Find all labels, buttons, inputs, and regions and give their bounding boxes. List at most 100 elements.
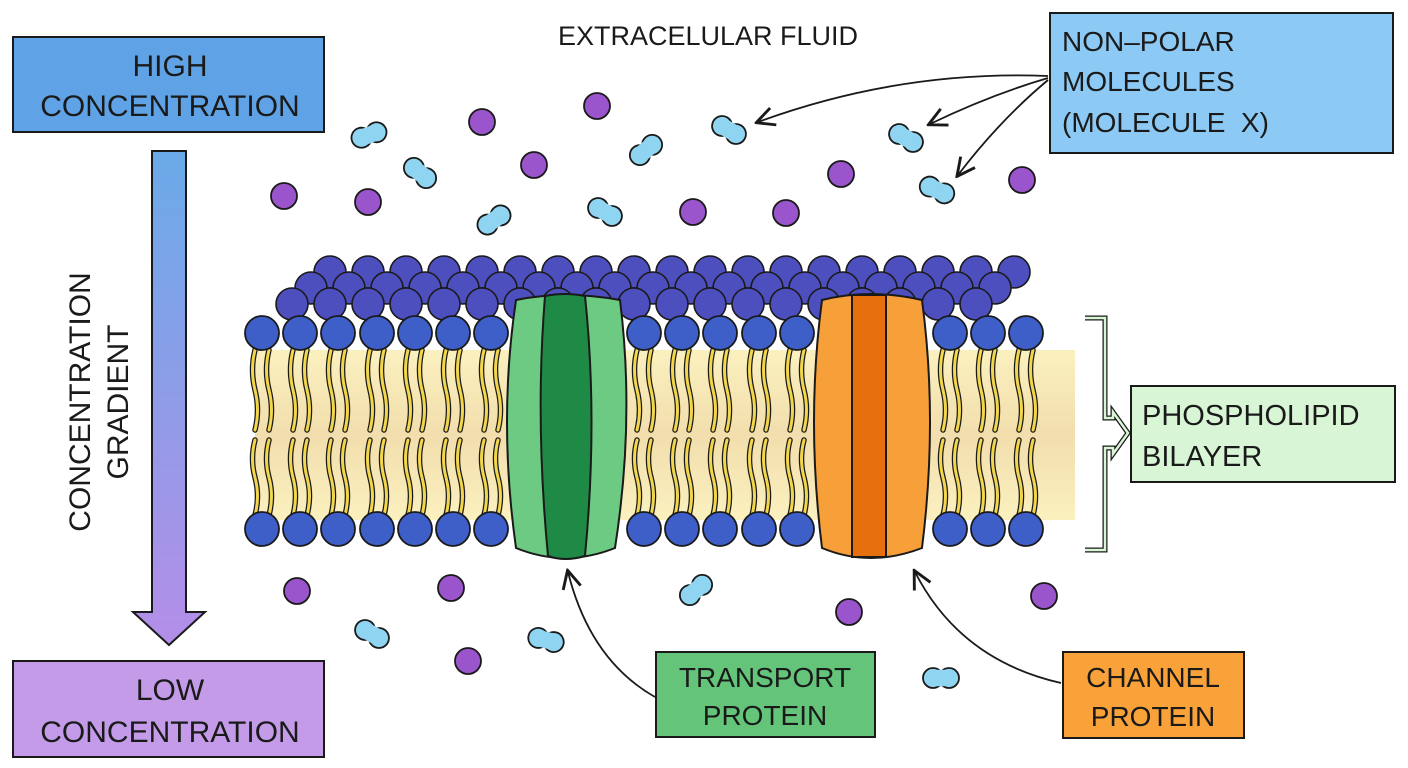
lipid-tail (480, 348, 488, 432)
lipid-tail (366, 348, 374, 432)
phosphate-head (397, 315, 433, 351)
phosphate-head (741, 315, 777, 351)
phosphate-head (282, 315, 318, 351)
channel-protein-box: CHANNEL PROTEIN (1062, 651, 1245, 739)
lipid-tail (289, 348, 297, 432)
phosphate-head (626, 511, 662, 547)
bilayer-line1: PHOSPHOLIPID (1142, 400, 1360, 432)
low-concentration-line1: LOW (136, 674, 205, 707)
lipid-tail (647, 438, 655, 517)
low-concentration-line2: CONCENTRATION (40, 716, 299, 749)
lipid-tail (341, 348, 349, 432)
phosphate-head (397, 511, 433, 547)
lipid-tail (977, 348, 985, 432)
phosphate-head (320, 315, 356, 351)
phosphate-head (282, 511, 318, 547)
phosphate-head (702, 511, 738, 547)
lipid-tail (1015, 348, 1023, 432)
transport-protein (506, 293, 628, 560)
lipid-tail (762, 438, 770, 517)
phosphate-head (473, 511, 509, 547)
lipid-tail (800, 348, 808, 432)
nonpolar-line3: (MOLECULE X) (1062, 107, 1269, 138)
lipid-tail (251, 348, 259, 432)
channel-line2: PROTEIN (1091, 701, 1215, 732)
lipid-tail (786, 438, 794, 517)
purple-molecule (1008, 166, 1036, 194)
nonpolar-molecule-x (587, 197, 623, 227)
transport-line2: PROTEIN (703, 700, 827, 731)
transport-protein-box: TRANSPORT PROTEIN (655, 651, 876, 738)
phosphate-head (359, 315, 395, 351)
purple-molecule (1030, 582, 1058, 610)
phosphate-head (1008, 315, 1044, 351)
lipid-tail (1029, 438, 1037, 517)
lipid-tail (939, 438, 947, 517)
lipid-tail (939, 348, 947, 432)
lipid-tail (456, 348, 464, 432)
phosphate-head (244, 511, 280, 547)
phosphate-head (313, 287, 347, 321)
nonpolar-molecule-x (888, 123, 924, 153)
phosphate-head (741, 511, 777, 547)
purple-molecule (283, 577, 311, 605)
lipid-tail (709, 438, 717, 517)
lipid-tail (265, 438, 273, 517)
purple-molecule (520, 151, 548, 179)
nonpolar-molecule-x (350, 121, 388, 149)
lipid-tail (723, 348, 731, 432)
lipid-tail (442, 438, 450, 517)
phosphate-head (351, 287, 385, 321)
purple-molecule (468, 108, 496, 136)
purple-molecule (772, 199, 800, 227)
molecules (270, 92, 1058, 689)
nonpolar-molecule-x (711, 115, 747, 145)
top-phosphate-heads (244, 315, 1044, 351)
high-concentration-line2: CONCENTRATION (40, 90, 299, 123)
lipid-tail (953, 348, 961, 432)
lipid-tail (380, 348, 388, 432)
lipid-tail (456, 438, 464, 517)
lipid-tail (327, 348, 335, 432)
purple-molecule (354, 188, 382, 216)
lipid-tail (685, 348, 693, 432)
lipid-tail (671, 438, 679, 517)
lipid-tails (249, 347, 1039, 518)
phosphate-head (779, 511, 815, 547)
lipid-tail (418, 438, 426, 517)
phosphate-head (473, 315, 509, 351)
lipid-tail (418, 348, 426, 432)
lipid-tail (786, 348, 794, 432)
lipid-tail (327, 438, 335, 517)
lipid-tail (723, 438, 731, 517)
lipid-tail (977, 438, 985, 517)
phosphate-head (779, 315, 815, 351)
concentration-gradient-line1: CONCENTRATION (64, 272, 97, 531)
phosphate-head (359, 511, 395, 547)
lipid-tail (404, 438, 412, 517)
phosphate-head (664, 315, 700, 351)
lipid-tail (1015, 438, 1023, 517)
phosphate-head (320, 511, 356, 547)
purple-molecule (454, 647, 482, 675)
purple-molecule (827, 160, 855, 188)
high-concentration-line1: HIGH (133, 50, 208, 83)
nonpolar-molecule-x (402, 156, 438, 190)
phosphate-head (465, 287, 499, 321)
phosphate-head (427, 287, 461, 321)
lipid-tail (647, 348, 655, 432)
nonpolar-molecule-x (476, 204, 512, 236)
phosphate-head (435, 511, 471, 547)
nonpolar-molecule-x (354, 619, 390, 649)
phosphate-head (435, 315, 471, 351)
phosphate-head (702, 315, 738, 351)
bilayer-bracket (1085, 315, 1132, 553)
phosphate-head (932, 315, 968, 351)
lipid-tail (633, 438, 641, 517)
purple-molecule (270, 182, 298, 210)
lipid-tail (748, 348, 756, 432)
lipid-tail (685, 438, 693, 517)
phosphate-head (970, 315, 1006, 351)
nonpolar-molecule-x (918, 175, 956, 205)
